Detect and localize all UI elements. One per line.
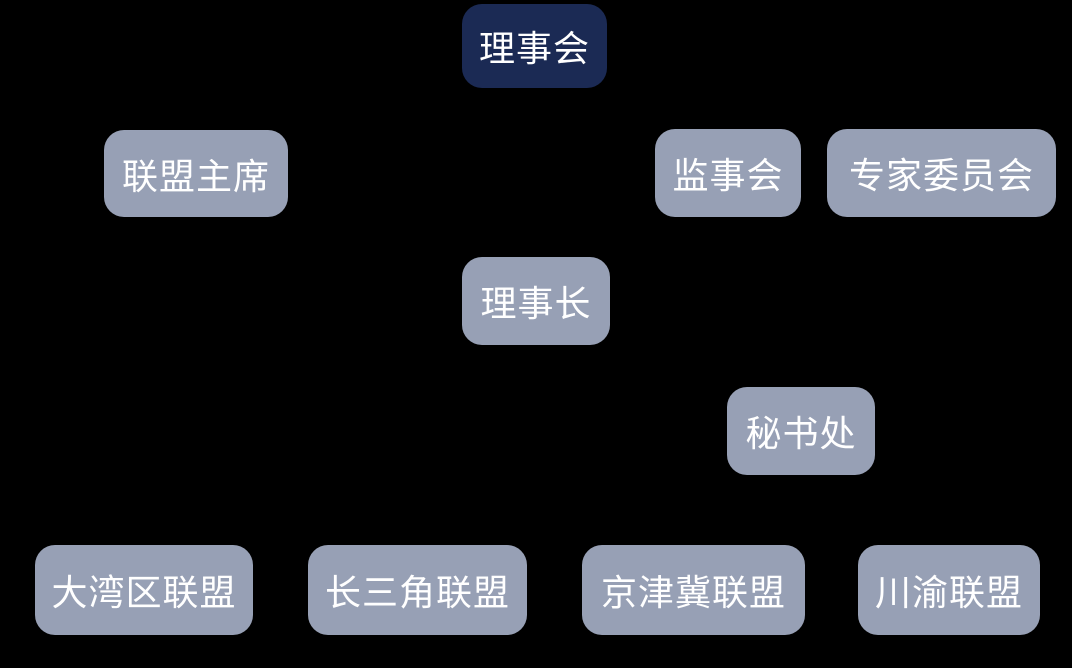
node-jing-jin-ji-alliance: 京津冀联盟 [582,545,805,635]
node-director-general: 理事长 [462,257,610,345]
node-expert-committee: 专家委员会 [827,129,1056,217]
node-alliance-chairman: 联盟主席 [104,130,288,217]
node-supervisory-board: 监事会 [655,129,801,217]
node-chuan-yu-alliance: 川渝联盟 [858,545,1040,635]
node-council: 理事会 [462,4,607,88]
node-secretariat: 秘书处 [727,387,875,475]
node-greater-bay-area-alliance: 大湾区联盟 [35,545,253,635]
node-yangtze-delta-alliance: 长三角联盟 [308,545,527,635]
